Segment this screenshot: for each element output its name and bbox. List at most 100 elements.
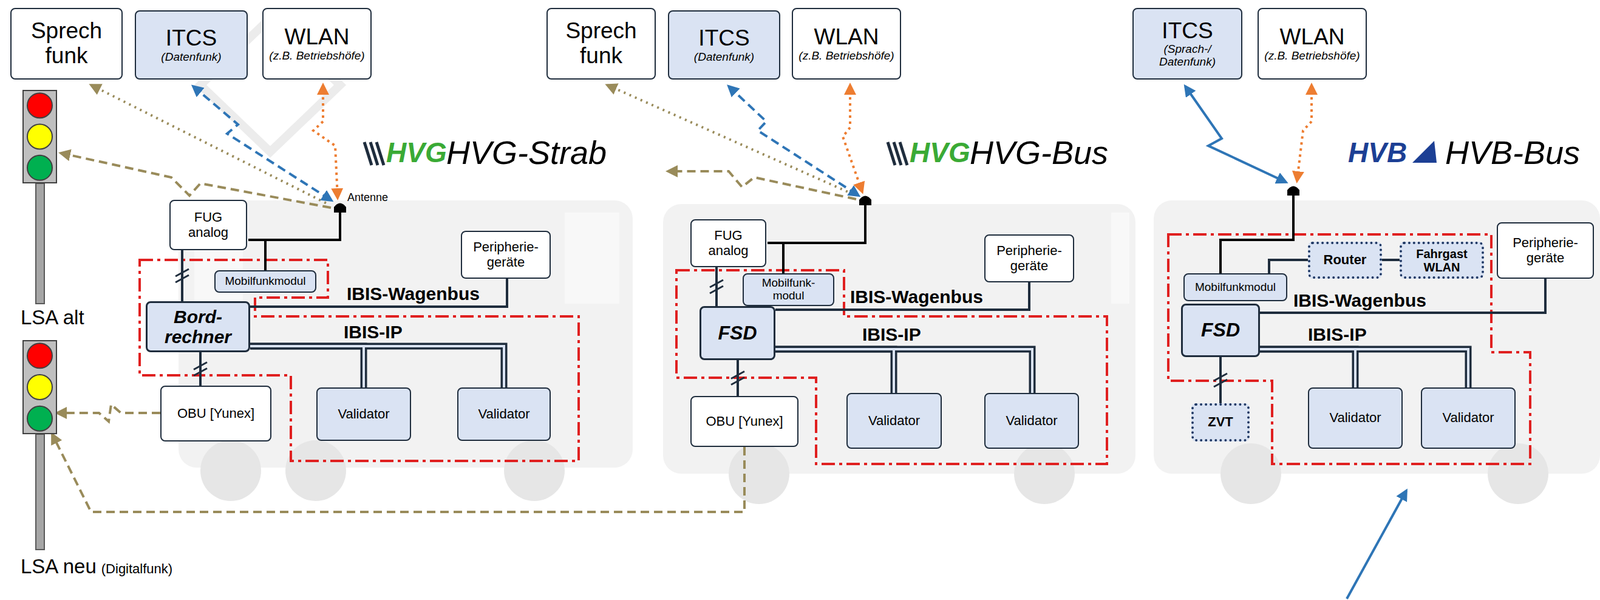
node-title: Validator [337, 406, 390, 422]
bus-line [1269, 259, 1308, 274]
ip-bus-line [775, 349, 1033, 393]
ip-bus-line [1259, 349, 1469, 388]
node-title: OBU [Yunex] [705, 414, 783, 429]
radio-link [313, 85, 338, 198]
bus-label: IBIS-IP [1307, 324, 1367, 345]
wlan-box: WLAN(z.B. Betriebshöfe) [791, 7, 902, 80]
bus-label: IBIS-IP [343, 321, 403, 342]
bus-line [1219, 357, 1222, 404]
obu-box: OBU [Yunex] [690, 395, 799, 447]
bus-line [1382, 258, 1400, 262]
node-subtitle: (z.B. Betriebshöfe) [798, 49, 894, 63]
node-title: ZVT [1207, 414, 1234, 430]
fleet-name: HVG-Strab [446, 134, 607, 171]
logo-text: HVG [909, 137, 971, 169]
logo-text: HVG [386, 137, 447, 169]
wifi-box: Fahrgast WLAN [1399, 241, 1485, 279]
signal-link [57, 404, 161, 422]
ip-bus-inner [250, 346, 504, 388]
bus-line [1259, 278, 1546, 313]
ip-bus-line [250, 346, 364, 388]
node-title: Mobilfunk- modul [748, 276, 829, 303]
ip-bus-line [250, 346, 504, 388]
node-subtitle: (Sprach-/ Datenfunk) [1138, 43, 1237, 69]
radio-box: Sprech funk [546, 7, 656, 80]
signal-pole [35, 183, 45, 304]
validator-box: Validator [984, 392, 1080, 449]
node-title: Validator [477, 406, 530, 422]
ip-bus-inner [1259, 349, 1356, 388]
logo-text: HVB [1348, 137, 1407, 169]
signal-head [22, 340, 58, 435]
obu-box: OBU [Yunex] [160, 385, 272, 442]
bus-line [180, 250, 184, 302]
radio-link [607, 85, 857, 196]
pointer-arrow [1346, 490, 1407, 599]
signal-label: LSA alt [20, 306, 85, 329]
node-title: ITCS [698, 26, 750, 52]
node-title: Sprech funk [16, 18, 117, 69]
system-boundary [139, 234, 1531, 464]
radio-link [193, 86, 332, 201]
node-subtitle: (z.B. Betriebshöfe) [268, 49, 365, 63]
node-title: FSD [1201, 319, 1240, 341]
node-title: LSA alt [20, 306, 85, 329]
logo-sail [1412, 140, 1437, 163]
bus-label: IBIS-Wagenbus [346, 283, 480, 304]
node-title: Validator [1442, 410, 1494, 426]
module-box: Mobilfunkmodul [1183, 273, 1288, 302]
wlan-box: WLAN(z.B. Betriebshöfe) [262, 7, 372, 80]
serial-mark [175, 275, 189, 283]
traffic-light: LSA neu(Digitalfunk) [22, 340, 58, 435]
node-subtitle: (z.B. Betriebshöfe) [1264, 49, 1360, 63]
itcs-box: ITCS(Datenfunk) [667, 10, 781, 80]
radio-link [1185, 86, 1287, 183]
fsd-box: FSD [699, 306, 776, 361]
bus-label: IBIS-Wagenbus [850, 286, 984, 307]
node-title: Validator [1329, 410, 1381, 426]
module-box: Mobilfunkmodul [214, 270, 317, 293]
peripheral-box: Peripherie- geräte [984, 234, 1075, 283]
node-subtitle: (Datenfunk) [694, 51, 755, 64]
radio-link [842, 85, 863, 192]
validator-box: Validator [316, 387, 412, 441]
node-title: OBU [Yunex] [177, 406, 255, 421]
node-title: Mobilfunkmodul [224, 275, 306, 288]
signal-label: LSA neu(Digitalfunk) [20, 555, 173, 578]
node-title: Validator [1005, 413, 1058, 429]
node-title: LSA neu [20, 554, 97, 578]
node-title: Bord- rechner [152, 306, 244, 347]
fleet-name: HVB-Bus [1445, 134, 1580, 171]
bus-line [715, 267, 718, 307]
router-box: Router [1307, 241, 1383, 279]
node-title: Sprech funk [552, 18, 650, 69]
onboard-computer-box: Bord- rechner [145, 301, 251, 353]
node-title: Peripherie- geräte [1502, 235, 1588, 265]
ip-bus-inner [1259, 349, 1469, 388]
node-title: WLAN [284, 24, 350, 50]
itcs-box: ITCS(Sprach-/ Datenfunk) [1132, 7, 1243, 80]
traffic-light: LSA alt [22, 89, 58, 184]
radio-link [1297, 85, 1312, 181]
node-title: WLAN [1280, 24, 1345, 50]
node-title: FSD [718, 322, 758, 344]
bus-label: IBIS-Wagenbus [1293, 290, 1427, 311]
signal-pole [35, 434, 45, 550]
node-title: ITCS [1161, 18, 1213, 44]
peripheral-box: Peripherie- geräte [1496, 222, 1594, 279]
bus-line [736, 360, 739, 396]
serial-mark [193, 368, 208, 376]
radio-box: Sprech funk [10, 7, 123, 80]
node-title: Mobilfunkmodul [1194, 281, 1276, 294]
signal-head [22, 89, 58, 184]
itcs-box: ITCS(Datenfunk) [134, 10, 248, 80]
node-title: FUG analog [696, 228, 761, 258]
radio-unit-box: FUG analog [169, 199, 248, 251]
fleet-name: HVG-Bus [969, 134, 1109, 171]
serial-mark [709, 285, 724, 294]
node-title: Peripherie- geräte [466, 239, 545, 269]
node-title: Fahrgast WLAN [1406, 247, 1477, 274]
node-subtitle: (Digitalfunk) [101, 561, 173, 577]
ip-bus-line [775, 349, 894, 393]
ip-bus-inner [250, 346, 364, 388]
